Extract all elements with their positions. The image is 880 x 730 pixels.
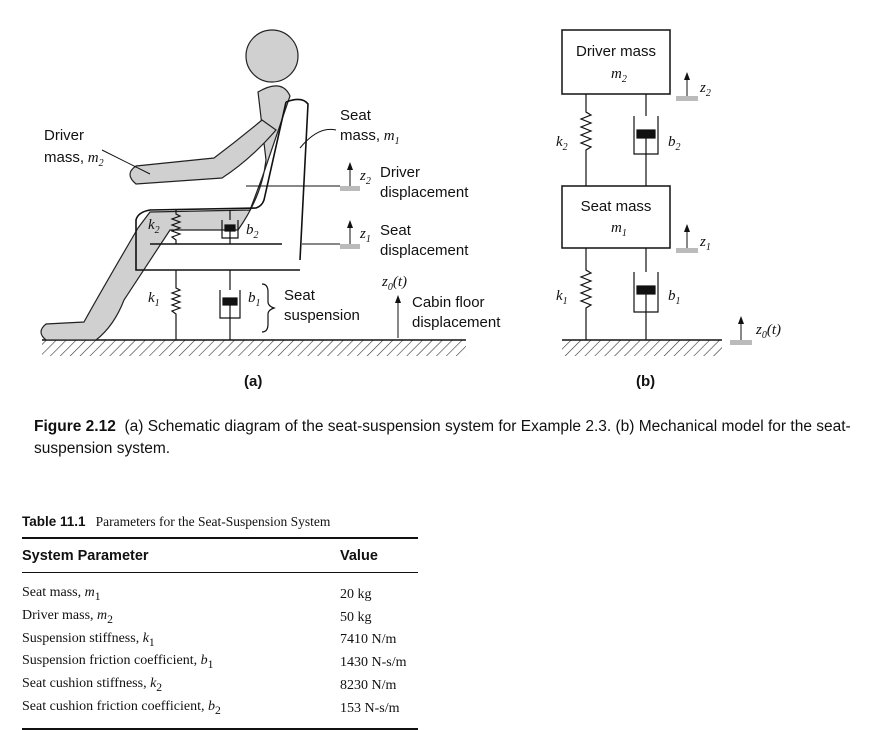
- seat-mass-box: [561, 185, 671, 249]
- driver-mass-box: [561, 29, 671, 95]
- seat-mass-label-line1: Seat: [340, 107, 372, 124]
- table-title-text: Parameters for the Seat-Suspension Syste…: [95, 514, 331, 529]
- ground-hatch-a: [42, 340, 466, 356]
- table-row: Seat cushion friction coefficient, b2 15…: [22, 697, 418, 729]
- z0-symbol-b: z0(t): [755, 322, 781, 341]
- table-row: Suspension stiffness, k1 7410 N/m: [22, 629, 418, 652]
- caption-text: (a) Schematic diagram of the seat-suspen…: [34, 418, 851, 457]
- table-number: Table 11.1: [22, 514, 86, 529]
- z0-arrow-a: [395, 295, 401, 303]
- z0-ground-b: [730, 340, 752, 345]
- b2-label-a: b2: [246, 222, 259, 241]
- cushion-spring-k2: [170, 210, 182, 244]
- k1-label-b: k1: [556, 288, 568, 307]
- table-row: Driver mass, m2 50 kg: [22, 606, 418, 629]
- z1-label-line1: Seat: [380, 222, 412, 239]
- z0-arrow-b: [738, 316, 744, 324]
- parameters-table: System Parameter Value Seat mass, m1 20 …: [22, 537, 418, 730]
- header-value: Value: [340, 548, 378, 564]
- seat-suspension-figure: k2 b2 k1 b1 Seat suspension Driver mass,…: [40, 29, 781, 390]
- figure-caption: Figure 2.12 (a) Schematic diagram of the…: [34, 416, 864, 460]
- seat-box-title: Seat mass: [581, 198, 652, 215]
- z2-label-line1: Driver: [380, 164, 420, 181]
- value-cell: 1430 N-s/m: [340, 655, 407, 671]
- damper-b2-b: [633, 94, 659, 186]
- z2-ground-a: [340, 186, 360, 191]
- driver-figure: [40, 29, 299, 341]
- z0-symbol-a: z0(t): [381, 274, 407, 293]
- z2-arrow-b: [684, 72, 690, 80]
- z2-arrow-a: [347, 162, 353, 170]
- panel-a-schematic: k2 b2 k1 b1 Seat suspension Driver mass,…: [40, 29, 501, 390]
- z1-ground-b: [676, 248, 698, 253]
- seat-mass-leader: [299, 128, 337, 149]
- table-header-row: System Parameter Value: [22, 538, 418, 573]
- damper-b1-b: [633, 248, 659, 340]
- seat-mass-label-line2: mass, m1: [340, 127, 400, 147]
- z1-arrow-a: [347, 220, 353, 228]
- driver-box-title: Driver mass: [576, 43, 656, 60]
- z2-symbol-a: z2: [359, 168, 371, 187]
- spring-k1-b: [579, 248, 593, 340]
- z1-label-line2: displacement: [380, 242, 469, 259]
- floor-label-line1: Cabin floor: [412, 294, 485, 311]
- value-cell: 20 kg: [340, 586, 372, 602]
- b1-label-a: b1: [248, 290, 261, 309]
- z2-label-line2: displacement: [380, 184, 469, 201]
- header-parameter: System Parameter: [22, 548, 149, 564]
- z2-ground-b: [676, 96, 698, 101]
- suspension-spring-k1: [170, 270, 182, 340]
- floor-label-line2: displacement: [412, 314, 501, 331]
- param-cell: Driver mass, m2: [22, 607, 113, 626]
- k2-label-b: k2: [556, 134, 568, 153]
- suspension-label-line1: Seat: [284, 287, 316, 304]
- suspension-label-line2: suspension: [284, 307, 360, 324]
- param-cell: Seat cushion friction coefficient, b2: [22, 698, 221, 717]
- seat-structure: [135, 98, 309, 271]
- value-cell: 8230 N/m: [340, 678, 397, 694]
- value-cell: 153 N-s/m: [340, 700, 400, 716]
- value-cell: 7410 N/m: [340, 632, 397, 648]
- z1-symbol-b: z1: [699, 234, 711, 253]
- table-row: Seat cushion stiffness, k2 8230 N/m: [22, 674, 418, 697]
- ground-hatch-b: [562, 340, 722, 356]
- table-title: Table 11.1 Parameters for the Seat-Suspe…: [22, 514, 330, 530]
- panel-b-model: Driver mass m2 z2 k2 b2 Seat mass m1 z1 …: [556, 29, 781, 390]
- param-cell: Seat cushion stiffness, k2: [22, 676, 163, 694]
- suspension-damper-b1: [219, 270, 241, 340]
- b1-label-b: b1: [668, 288, 681, 307]
- panel-a-label: (a): [244, 373, 262, 390]
- param-cell: Suspension friction coefficient, b1: [22, 653, 214, 672]
- driver-mass-leader: [101, 149, 151, 175]
- suspension-brace: [261, 283, 276, 333]
- table-row: Seat mass, m1 20 kg: [22, 573, 418, 606]
- k1-label-a: k1: [148, 290, 160, 309]
- driver-mass-label-line2: mass, m2: [44, 149, 104, 169]
- z1-ground-a: [340, 244, 360, 249]
- z1-arrow-b: [684, 224, 690, 232]
- cushion-damper-b2: [221, 210, 239, 244]
- table-row: Suspension friction coefficient, b1 1430…: [22, 651, 418, 674]
- b2-label-b: b2: [668, 134, 681, 153]
- value-cell: 50 kg: [340, 609, 372, 625]
- driver-mass-label-line1: Driver: [44, 127, 84, 144]
- z2-symbol-b: z2: [699, 80, 711, 99]
- param-cell: Suspension stiffness, k1: [22, 630, 155, 649]
- panel-b-label: (b): [636, 373, 655, 390]
- figure-number: Figure 2.12: [34, 418, 116, 435]
- k2-label-a: k2: [148, 217, 160, 236]
- spring-k2-b: [579, 94, 593, 186]
- z1-symbol-a: z1: [359, 226, 371, 245]
- param-cell: Seat mass, m1: [22, 585, 101, 603]
